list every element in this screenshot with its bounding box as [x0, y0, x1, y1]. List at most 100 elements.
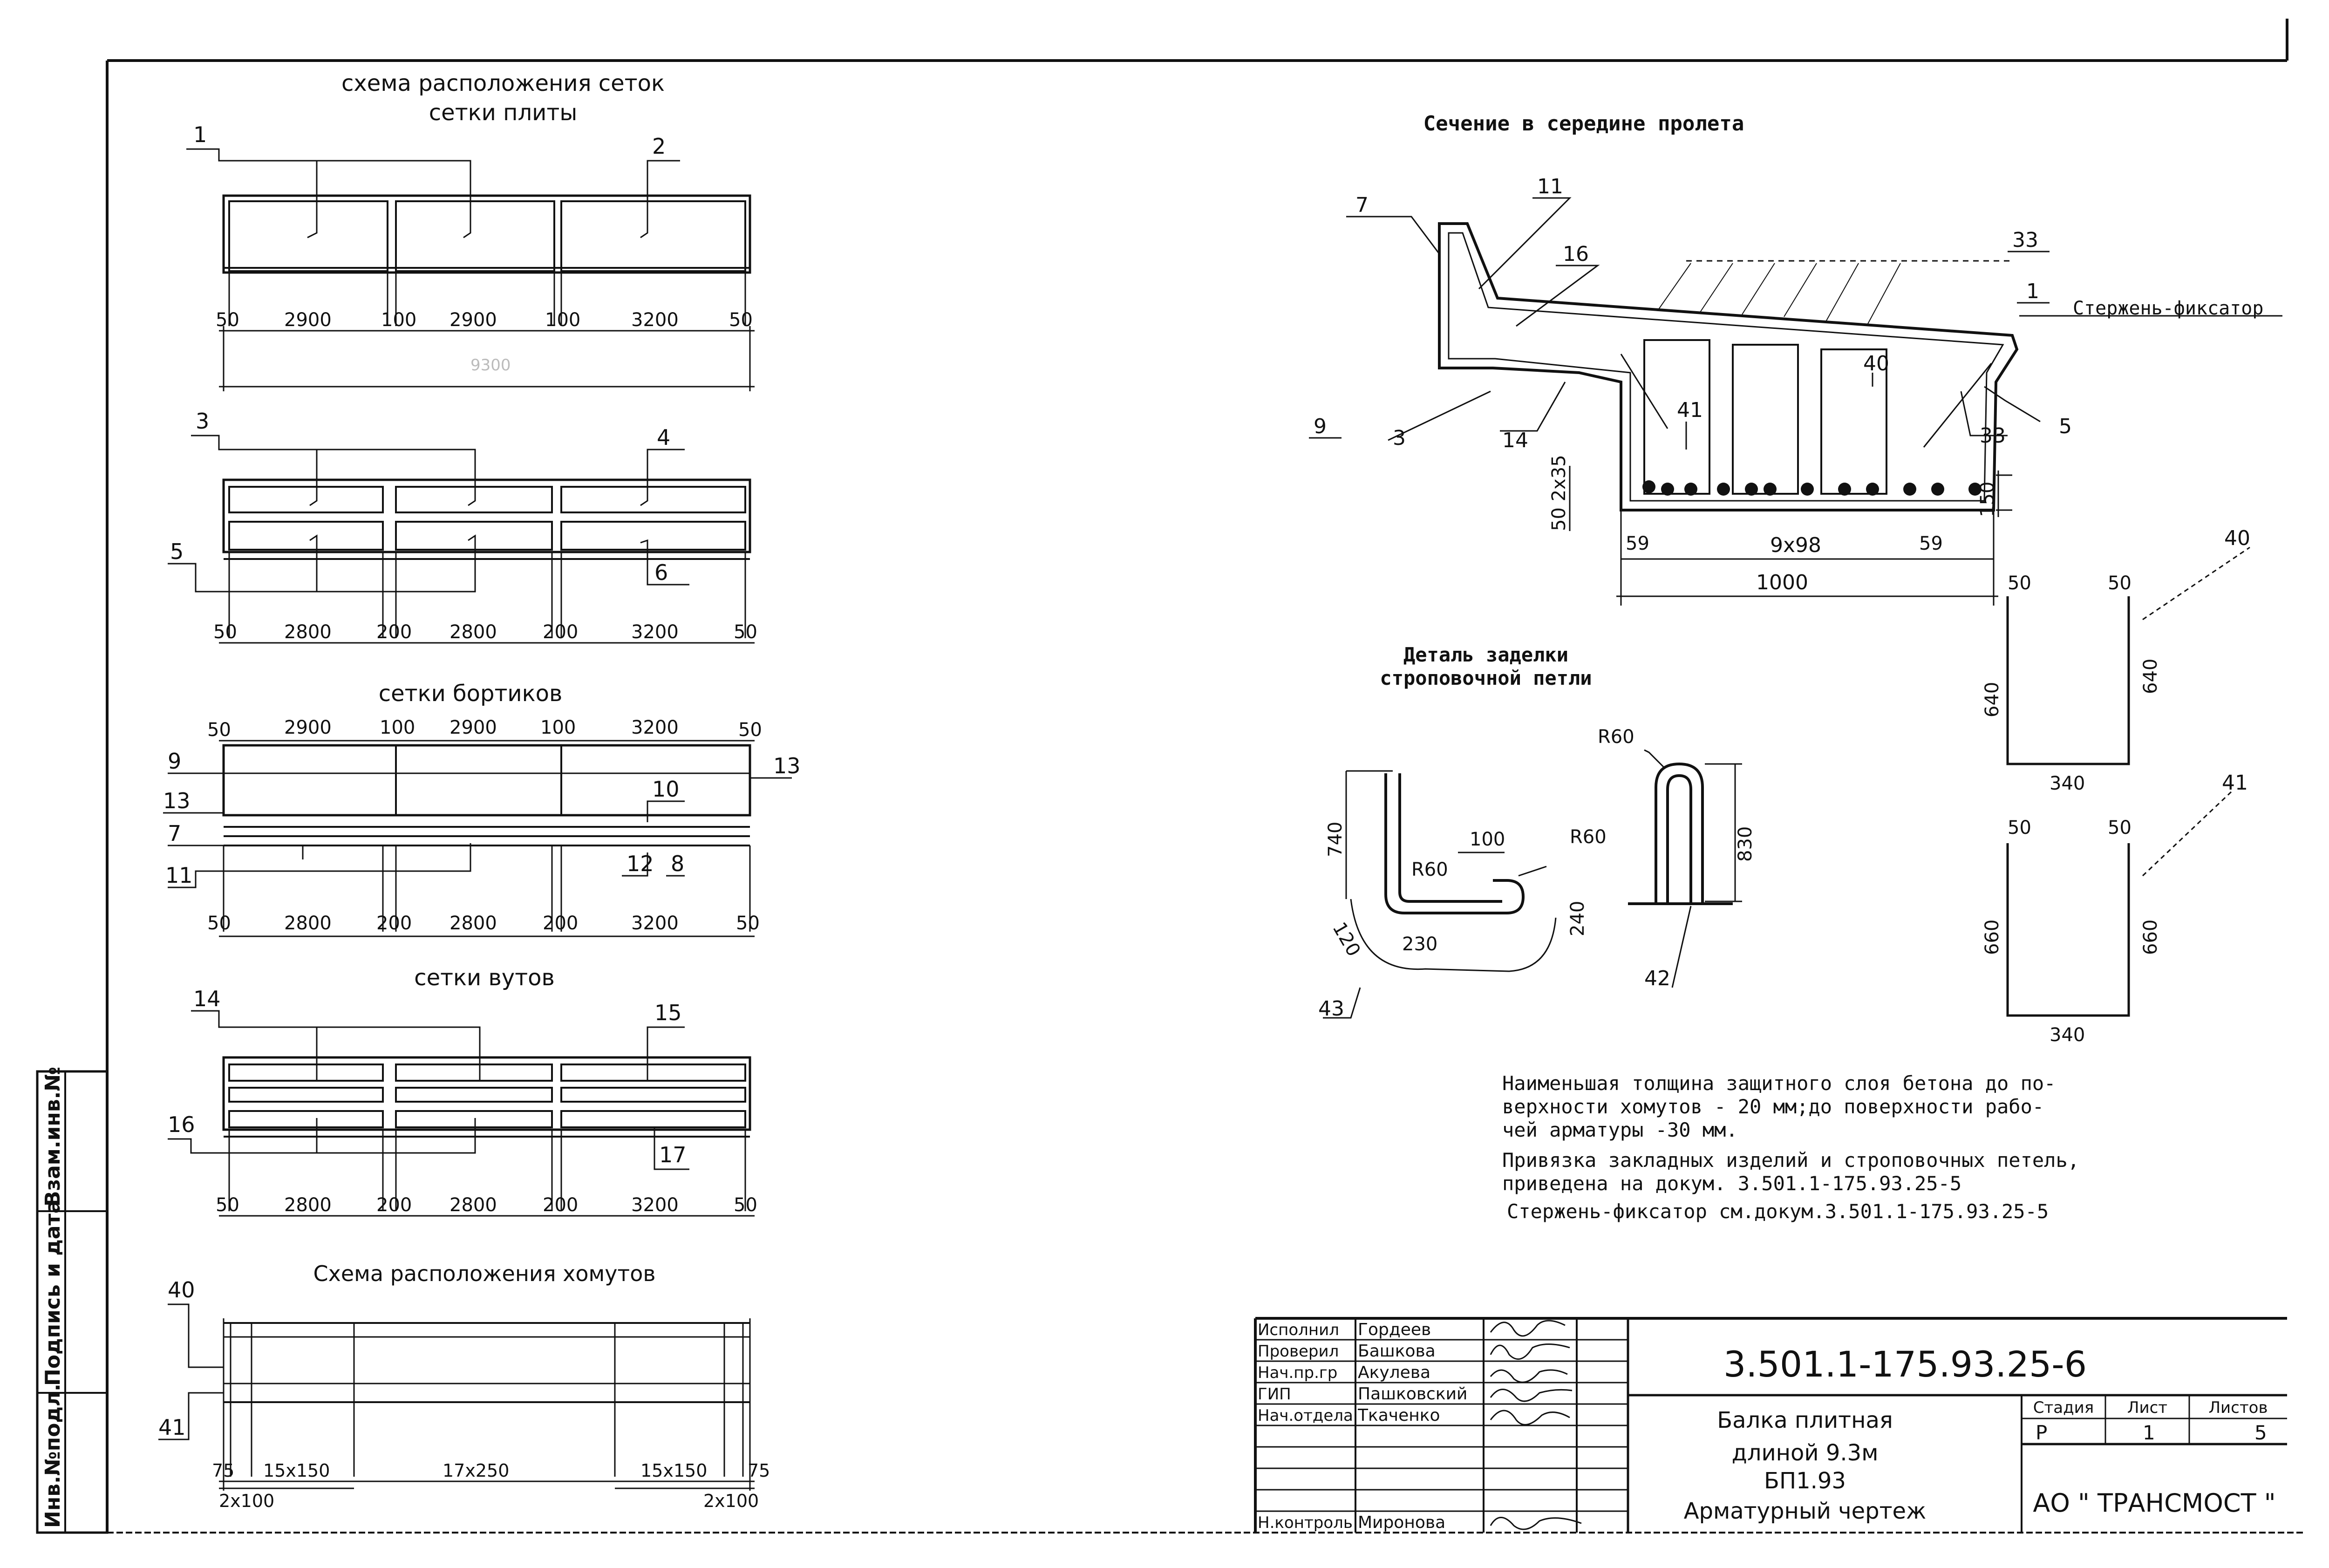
haunch-dim-2800: 2800 — [284, 1194, 332, 1216]
tb-name: Гордеев — [1358, 1320, 1431, 1339]
tb-role: Исполнил — [1258, 1321, 1339, 1339]
tb-role: Нач.пр.гр — [1258, 1363, 1337, 1382]
tb-name: Башкова — [1358, 1342, 1436, 1361]
stirrup-41-width: 340 — [2050, 1024, 2085, 1046]
loop-dim-100: 100 — [1470, 829, 1505, 850]
stirrup-40-h2: 640 — [2140, 659, 2161, 694]
side-top-dim-3200: 3200 — [631, 717, 679, 738]
mesh-label-4: 4 — [657, 425, 670, 450]
haunch-label-15: 15 — [654, 1000, 682, 1025]
section-fixator: Стержень-фиксатор — [2073, 298, 2263, 319]
mesh-label-6: 6 — [654, 560, 668, 585]
stirrup-41-w2: 50 — [2108, 817, 2132, 839]
tb-col-sheets: Листов — [2208, 1398, 2268, 1417]
dim-2800: 2800 — [284, 621, 332, 643]
side-label-8: 8 — [671, 851, 684, 876]
plate-mesh-2-panel: 3 4 5 6 50 2800 200 2800 200 3200 50 — [168, 409, 757, 644]
side-bot-dim-2800: 2800 — [449, 913, 497, 934]
dim-total: 9300 — [470, 356, 511, 375]
haunch-mesh-title: сетки вутов — [414, 965, 555, 991]
section-label-3: 3 — [1393, 426, 1406, 450]
title-block: Исполнил Проверил Нач.пр.гр ГИП Нач.отде… — [1254, 1317, 2287, 1533]
loop-dim-240: 240 — [1567, 901, 1588, 936]
stirrup-40-detail: 40 50 50 640 640 340 — [1982, 526, 2250, 794]
tb-col-sheet: Лист — [2127, 1398, 2167, 1417]
section-dim-1000: 1000 — [1756, 571, 1808, 594]
tb-val-stage: Р — [2036, 1421, 2047, 1444]
section-label-33: 33 — [2012, 228, 2038, 252]
section-panel: Сечение в середине пролета — [1309, 112, 2282, 606]
stirrup-dim-15x150: 15x150 — [263, 1460, 330, 1481]
side-bot-dim-3200: 3200 — [631, 913, 679, 934]
side-bot-dim-200: 200 — [376, 913, 412, 934]
tb-name: Ткаченко — [1357, 1406, 1440, 1425]
tb-col-stage: Стадия — [2033, 1398, 2094, 1417]
stirrup-scheme-title: Схема расположения хомутов — [313, 1261, 656, 1286]
dim-2900: 2900 — [449, 309, 497, 331]
tb-role: ГИП — [1258, 1385, 1291, 1404]
stirrup-40-h1: 640 — [1982, 682, 2003, 717]
dim-50: 50 — [729, 309, 753, 331]
section-dim-150: 150 — [1977, 482, 1998, 517]
loop-label-43: 43 — [1318, 997, 1344, 1021]
section-dim-59-right: 59 — [1919, 533, 1943, 554]
mesh-label-3: 3 — [196, 409, 209, 434]
section-label-9: 9 — [1314, 415, 1327, 438]
haunch-dim-3200: 3200 — [631, 1194, 679, 1216]
dim-50: 50 — [216, 309, 239, 331]
section-label-14: 14 — [1502, 429, 1528, 452]
side-top-dim-50: 50 — [207, 719, 231, 741]
haunch-dim-200: 200 — [543, 1194, 578, 1216]
tb-role: Н.контроль — [1258, 1513, 1353, 1532]
note-line: Наименьшая толщина защитного слоя бетона… — [1502, 1072, 2056, 1095]
haunch-label-14: 14 — [193, 986, 221, 1011]
tb-org: АО " ТРАНСМОСТ " — [2033, 1488, 2275, 1518]
haunch-dim-50: 50 — [216, 1194, 239, 1216]
haunch-dim-50: 50 — [734, 1194, 757, 1216]
stirrup-40-width: 340 — [2050, 773, 2085, 794]
plate-mesh-title: сетки плиты — [429, 100, 577, 126]
stirrup-dim-17x250: 17x250 — [443, 1460, 509, 1481]
side-label-7: 7 — [168, 821, 181, 846]
dim-3200: 3200 — [631, 309, 679, 331]
section-title: Сечение в середине пролета — [1423, 112, 1744, 136]
stirrup-41-label: 41 — [2222, 771, 2248, 795]
dim-3200: 3200 — [631, 621, 679, 643]
mesh-label-1: 1 — [193, 122, 207, 147]
dim-100: 100 — [381, 309, 416, 331]
side-stamp-replace: Взам.инв.№ — [41, 1067, 65, 1207]
loop-dim-r60: R60 — [1411, 859, 1448, 880]
haunch-mesh-panel: сетки вутов 14 15 16 17 50 2800 200 28 — [168, 965, 757, 1217]
tb-val-sheets: 5 — [2254, 1421, 2267, 1444]
stirrup-label-40: 40 — [168, 1277, 195, 1302]
section-label-7: 7 — [1355, 193, 1369, 217]
side-top-dim-100: 100 — [540, 717, 576, 738]
dim-200: 200 — [376, 621, 412, 643]
section-label-5: 5 — [2059, 415, 2072, 438]
notes: Наименьшая толщина защитного слоя бетона… — [1502, 1072, 2079, 1223]
dim-100: 100 — [545, 309, 580, 331]
section-label-33: 33 — [1980, 424, 2006, 448]
loop-detail: Деталь заделки строповочной петли 740 R6… — [1318, 643, 1756, 1021]
stirrup-40-w1: 50 — [2008, 573, 2031, 594]
loop-dim-r60: R60 — [1598, 726, 1634, 748]
side-label-12: 12 — [627, 851, 654, 876]
loop-detail-title-2: строповочной петли — [1380, 667, 1592, 689]
loop-dim-r60: R60 — [1570, 826, 1607, 848]
tb-desc-2: длиной 9.3м — [1732, 1440, 1879, 1466]
tb-role: Нач.отдела — [1258, 1406, 1353, 1425]
side-bot-dim-50: 50 — [207, 913, 231, 934]
side-bot-dim-2800: 2800 — [284, 913, 332, 934]
mesh-label-2: 2 — [652, 134, 666, 159]
tb-doc-code: 3.501.1-175.93.25-6 — [1723, 1343, 2087, 1385]
side-label-13: 13 — [163, 788, 191, 813]
mesh-label-5: 5 — [170, 539, 184, 564]
tb-name: Пашковский — [1358, 1384, 1467, 1404]
loop-dim-740: 740 — [1325, 822, 1346, 857]
side-top-dim-2900: 2900 — [449, 717, 497, 738]
section-label-1: 1 — [2026, 280, 2039, 303]
note-line: чей арматуры -30 мм. — [1502, 1118, 1738, 1141]
dim-2800: 2800 — [449, 621, 497, 643]
haunch-label-17: 17 — [659, 1142, 687, 1167]
